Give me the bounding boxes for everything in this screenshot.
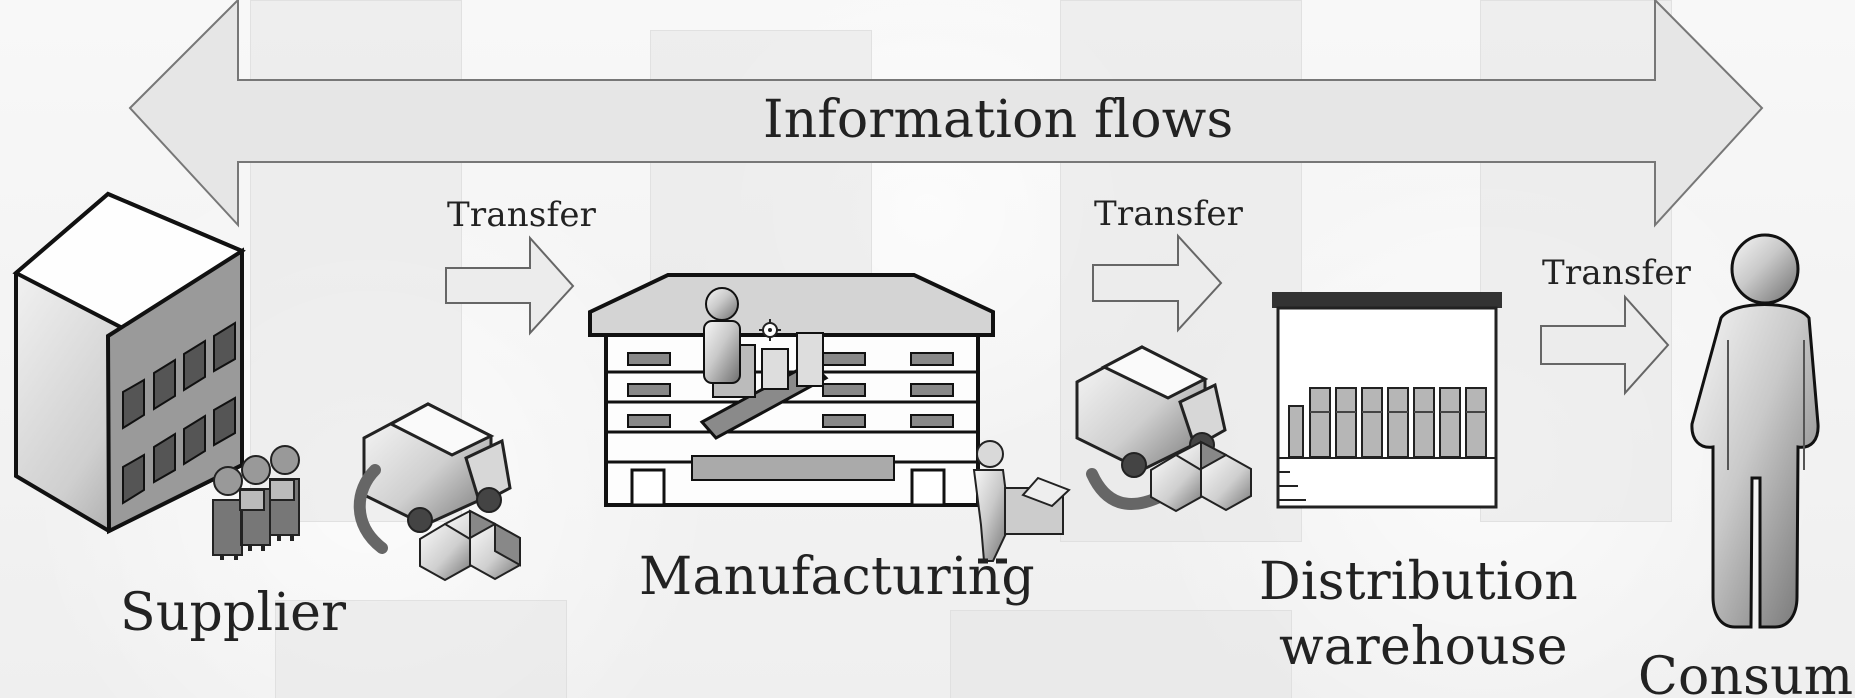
distribution-label-line-2: warehouse <box>1279 617 1568 677</box>
arrow-right-icon <box>445 235 575 336</box>
boxes-icon <box>1150 440 1252 513</box>
transfer-label-2: Transfer <box>1094 194 1244 234</box>
truck-icon <box>353 402 512 554</box>
background-shape <box>950 610 1292 698</box>
boxes-icon <box>419 509 521 582</box>
double-arrow-icon <box>128 0 1764 228</box>
building-icon <box>12 191 246 535</box>
information-flows-label: Information flows <box>763 90 1234 150</box>
distribution-label-line-1: Distribution <box>1259 552 1578 612</box>
warehouse-icon <box>1272 292 1502 509</box>
consumer-label: Consumer <box>1638 647 1855 698</box>
factory-icon <box>588 273 995 507</box>
worker-icon <box>972 440 1071 564</box>
manufacturing-label: Manufacturing <box>639 547 1035 607</box>
supplier-people-icon <box>212 445 300 560</box>
background-shape <box>275 600 567 698</box>
consumer-person-icon <box>1690 233 1820 629</box>
truck-icon <box>1075 345 1227 510</box>
transfer-label-3: Transfer <box>1542 253 1692 293</box>
arrow-right-icon <box>1540 294 1670 396</box>
supplier-label: Supplier <box>120 583 347 643</box>
arrow-right-icon <box>1092 233 1223 333</box>
transfer-label-1: Transfer <box>447 195 597 235</box>
